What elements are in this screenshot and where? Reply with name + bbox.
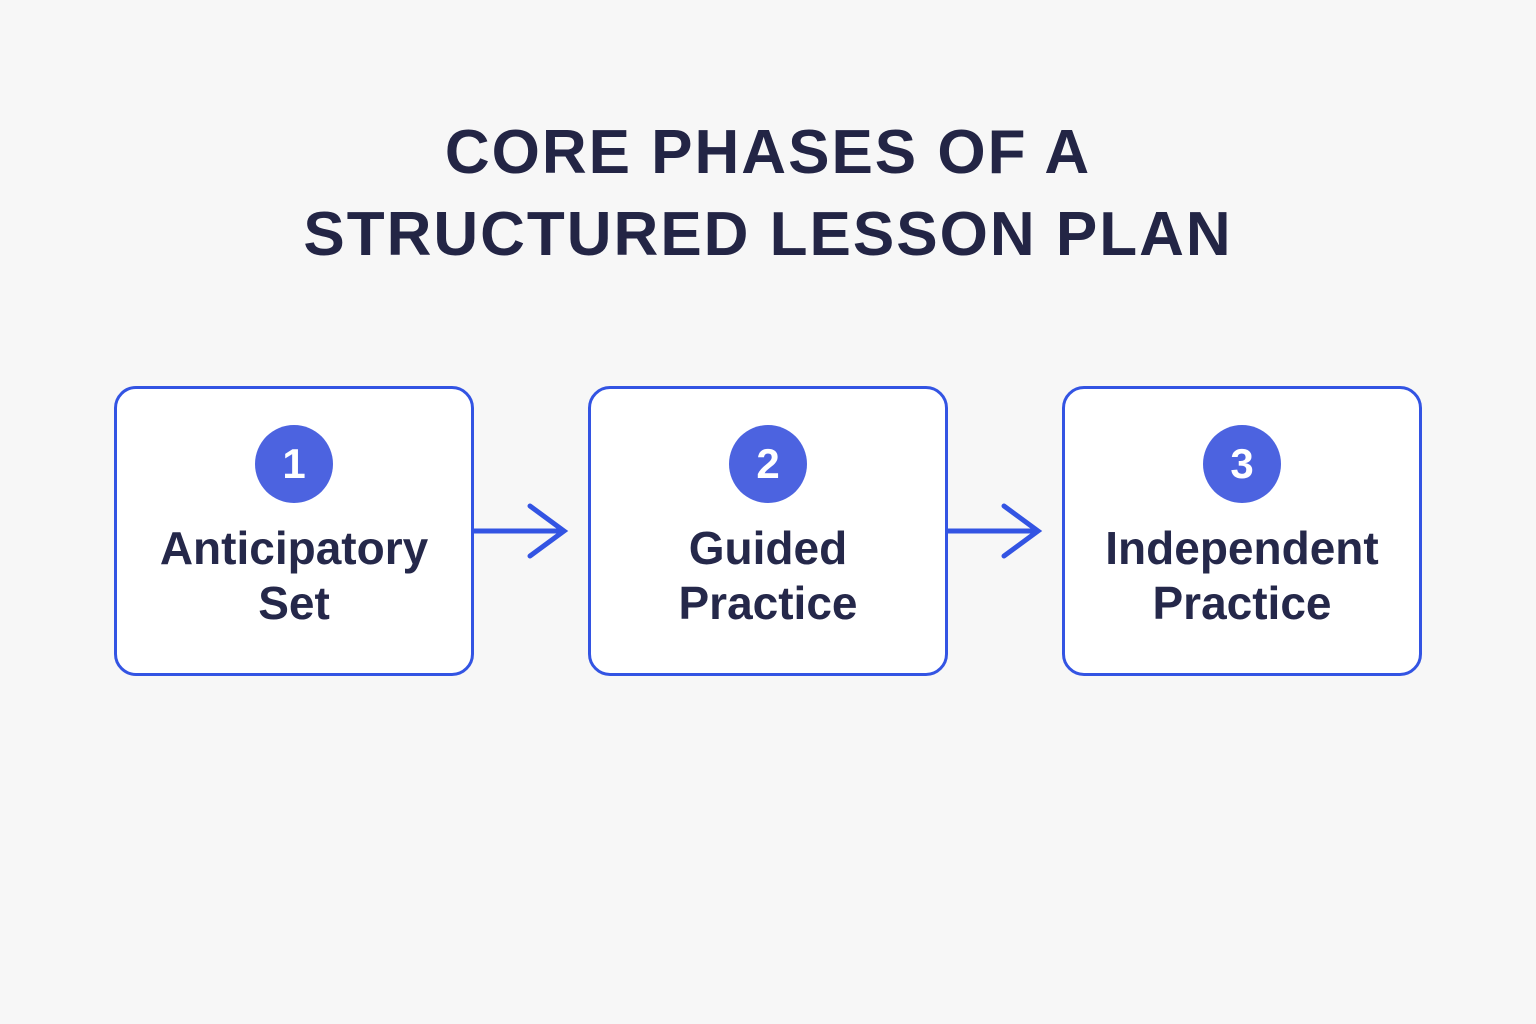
arrow-right-icon: [948, 499, 1062, 563]
phase-card-guided-practice: 2 Guided Practice: [588, 386, 948, 676]
phase-card-independent-practice: 3 Independent Practice: [1062, 386, 1422, 676]
phase-2-label: Guided Practice: [678, 522, 858, 630]
phase-card-anticipatory-set: 1 Anticipatory Set: [114, 386, 474, 676]
phase-1-number-badge: 1: [255, 425, 333, 503]
page-title-line-2: STRUCTURED LESSON PLAN: [303, 200, 1233, 269]
phase-3-number: 3: [1230, 440, 1254, 487]
phase-2-number: 2: [756, 440, 780, 487]
page-title-line-1: CORE PHASES OF A: [444, 118, 1092, 187]
phases-row: 1 Anticipatory Set 2 Guided Practice: [0, 386, 1536, 676]
page-title: CORE PHASES OF A STRUCTURED LESSON PLAN: [0, 112, 1536, 276]
phase-2-number-badge: 2: [729, 425, 807, 503]
phase-3-number-badge: 3: [1203, 425, 1281, 503]
phase-3-label: Independent Practice: [1105, 522, 1379, 630]
phase-1-label: Anticipatory Set: [159, 522, 429, 630]
arrow-right-icon: [474, 499, 588, 563]
phase-1-number: 1: [282, 440, 306, 487]
